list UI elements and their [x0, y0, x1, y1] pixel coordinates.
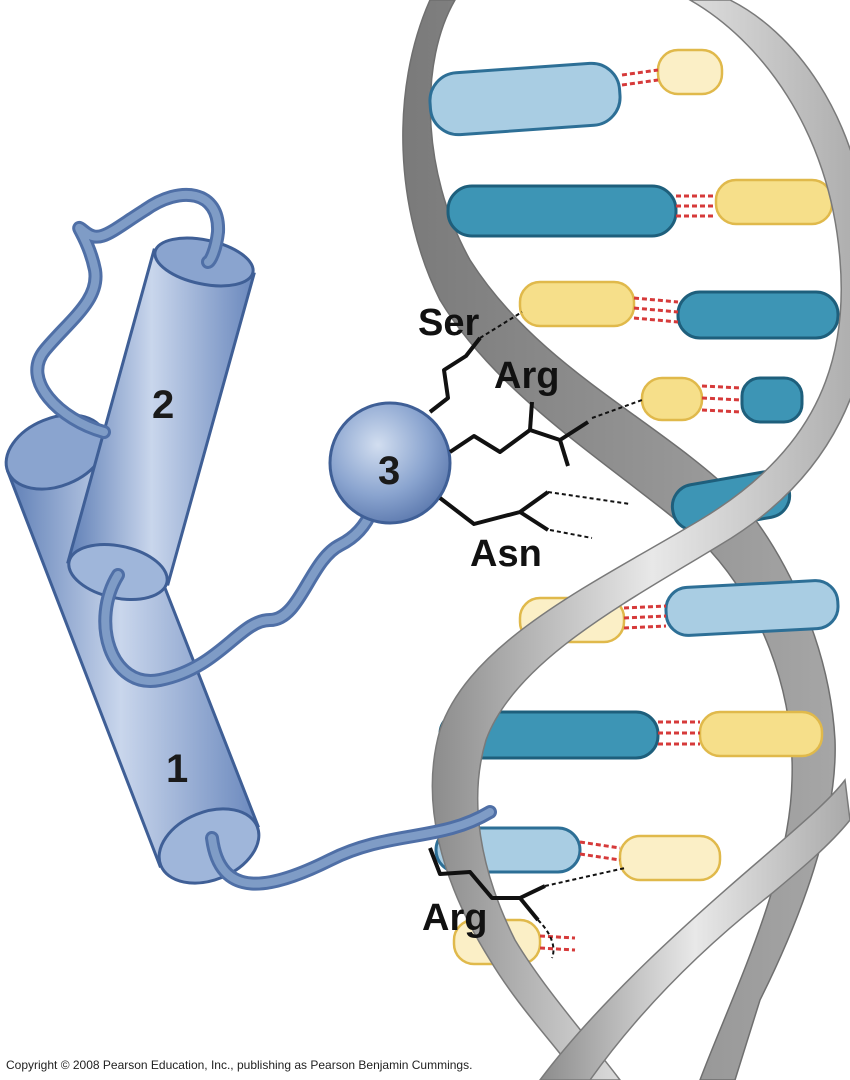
contact-lines: [479, 311, 643, 959]
helix-3-label: 3: [378, 449, 400, 493]
ser-side-chain: [428, 336, 482, 414]
base: [664, 579, 840, 637]
hydrogen-bonds: [701, 384, 743, 414]
hydrogen-bonds: [633, 296, 679, 324]
base: [446, 184, 678, 238]
arg-upper-side-chain: [448, 420, 590, 454]
copyright-notice: Copyright © 2008 Pearson Education, Inc.…: [6, 1058, 473, 1072]
base: [518, 280, 636, 328]
hydrogen-bonds: [676, 194, 716, 218]
base: [618, 834, 722, 882]
hydrogen-bonds: [621, 68, 659, 87]
base: [740, 376, 804, 424]
dna-front-strand: [431, 0, 850, 1080]
helix-3-sphere: [328, 401, 452, 525]
base: [698, 710, 824, 758]
asn-side-chain: [438, 490, 550, 526]
base: [428, 61, 622, 137]
arg-lower-side-chain: [428, 847, 546, 900]
base: [656, 48, 724, 96]
helix-1-label: 1: [166, 747, 188, 791]
asn-label: Asn: [470, 533, 542, 575]
hydrogen-bonds: [579, 840, 621, 862]
base: [640, 376, 704, 422]
base: [676, 290, 840, 340]
arg-lower-label: Arg: [422, 897, 487, 939]
hydrogen-bonds: [539, 934, 576, 952]
side-chains: [428, 336, 590, 922]
helix-1-cylinder: [4, 413, 261, 885]
arg-upper-label: Arg: [494, 355, 559, 397]
protein-loops: [30, 187, 497, 891]
base-pairs: [428, 48, 840, 966]
hydrogen-bonds: [658, 720, 700, 746]
base: [714, 178, 834, 226]
hydrogen-bonds: [623, 604, 667, 630]
ser-label: Ser: [418, 302, 479, 344]
helix-2-label: 2: [152, 383, 174, 427]
